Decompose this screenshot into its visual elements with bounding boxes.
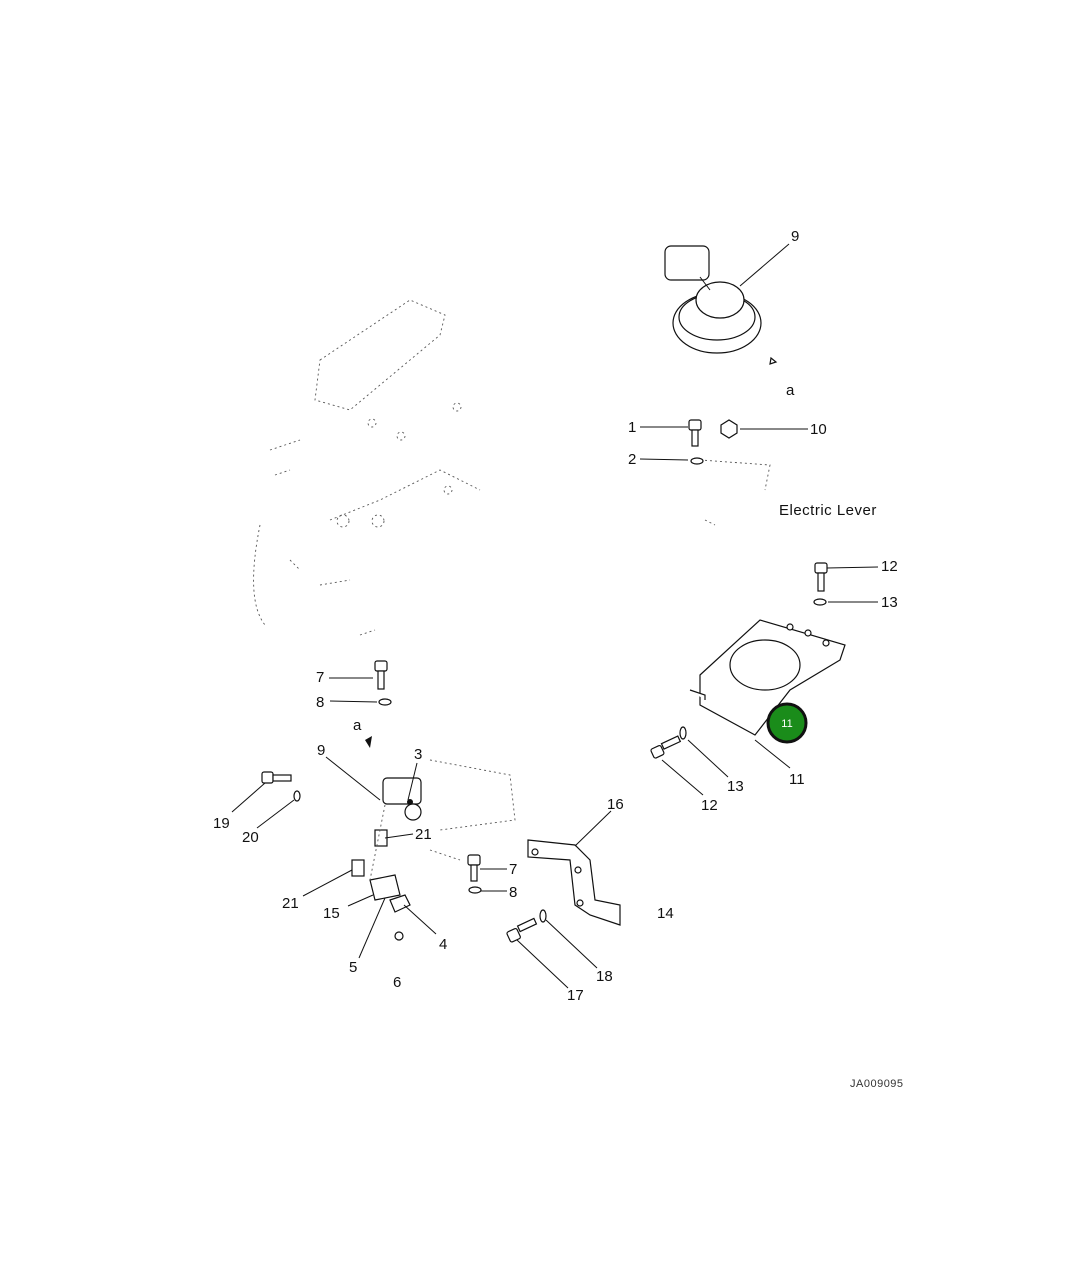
callout-12-bottom: 12 [701, 797, 718, 814]
callout-7-left: 7 [316, 669, 324, 686]
leader-lines [231, 243, 879, 989]
callout-8-mid: 8 [509, 884, 517, 901]
callout-15: 15 [323, 905, 340, 922]
callout-20: 20 [242, 829, 259, 846]
callout-12-top: 12 [881, 558, 898, 575]
washer-20 [293, 790, 301, 802]
drawing-code: JA009095 [850, 1078, 904, 1090]
bolt-19 [261, 771, 292, 784]
callout-7-mid: 7 [509, 861, 517, 878]
callout-13-top: 13 [881, 594, 898, 611]
hotspot-11-circle[interactable] [766, 702, 808, 744]
bolt-7-mid [467, 854, 481, 882]
bolt-12-bottom [650, 735, 682, 759]
view-marker-bottom: a [353, 717, 362, 734]
washer-18 [539, 909, 547, 923]
bracket-11 [689, 619, 846, 736]
view-marker-top: a [786, 382, 795, 399]
washer-8-left [378, 698, 392, 706]
callout-10: 10 [810, 421, 827, 438]
callout-5: 5 [349, 959, 357, 976]
bolt-17 [506, 917, 538, 943]
bracket-16 [527, 839, 621, 926]
callout-8-left: 8 [316, 694, 324, 711]
lever-linkage-assembly [351, 777, 422, 941]
callout-1: 1 [628, 419, 636, 436]
callout-4: 4 [439, 936, 447, 953]
bolt-12-top [814, 562, 828, 592]
washer-8-mid [468, 886, 482, 894]
callout-21-bottom: 21 [282, 895, 299, 912]
hotspot-11-label[interactable]: 11 [781, 718, 792, 730]
washer-2 [690, 457, 704, 465]
bolt-1 [688, 419, 702, 447]
electric-lever-assembly [664, 245, 778, 365]
callout-19: 19 [213, 815, 230, 832]
callout-6: 6 [393, 974, 401, 991]
hotspot-11[interactable]: 11 [766, 702, 808, 744]
callout-9-top: 9 [791, 228, 799, 245]
background-frame-phantom [253, 299, 771, 861]
nut-10 [720, 419, 738, 439]
callout-2: 2 [628, 451, 636, 468]
callout-13-bottom: 13 [727, 778, 744, 795]
callout-9-bottom: 9 [317, 742, 325, 759]
callout-18: 18 [596, 968, 613, 985]
callout-16: 16 [607, 796, 624, 813]
callout-labels: 9 1 10 2 12 13 11 13 12 7 8 9 3 19 20 21… [213, 228, 898, 1004]
view-arrow-bottom [365, 736, 372, 748]
callout-17: 17 [567, 987, 584, 1004]
washer-13-bottom [679, 726, 687, 740]
electric-lever-caption: Electric Lever [779, 502, 877, 519]
callout-3: 3 [414, 746, 422, 763]
callout-14: 14 [657, 905, 674, 922]
bolt-7-left [374, 660, 388, 690]
washer-13-top [813, 598, 827, 606]
callout-11: 11 [789, 771, 805, 788]
callout-21-top: 21 [415, 826, 432, 843]
